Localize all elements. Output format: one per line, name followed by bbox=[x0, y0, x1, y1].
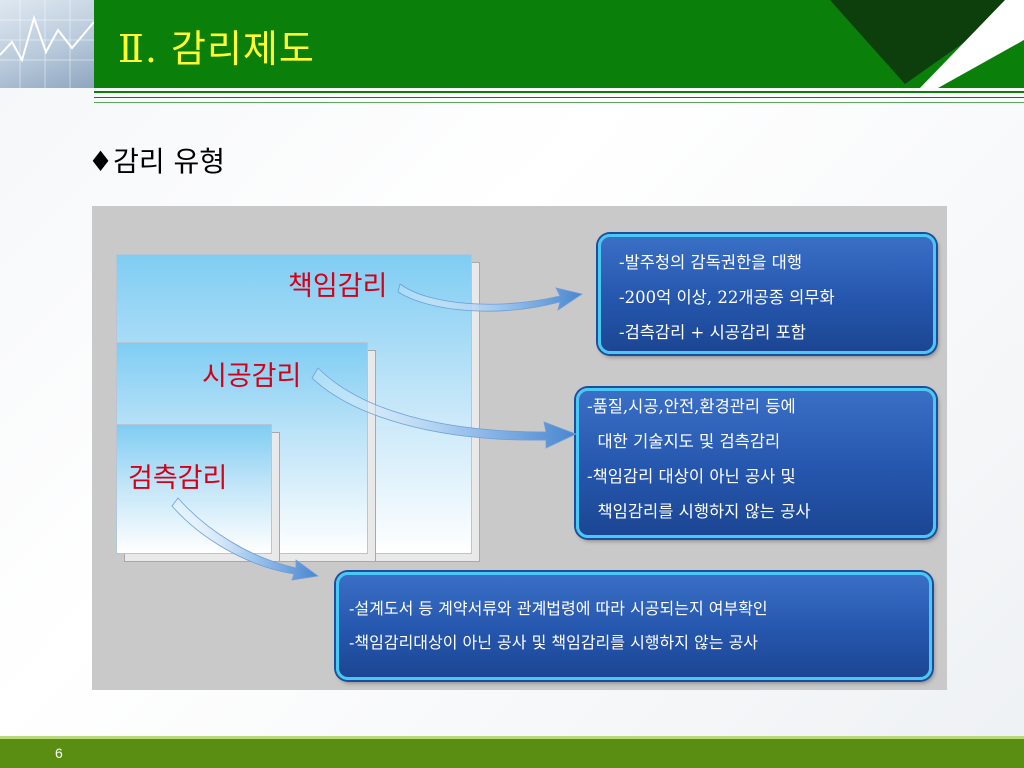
section-heading-text: 감리 유형 bbox=[113, 145, 226, 178]
header-rule bbox=[94, 91, 1024, 93]
label-responsible-supervision: 책임감리 bbox=[288, 271, 388, 302]
box-line: -책임감리 대상이 아닌 공사 및 bbox=[587, 467, 796, 486]
line-chart-icon bbox=[0, 0, 94, 88]
box-line: -검측감리 + 시공감리 포함 bbox=[619, 323, 806, 342]
box-line: -품질,시공,안전,환경관리 등에 bbox=[587, 397, 796, 416]
slide-title: Ⅱ. 감리제도 bbox=[118, 27, 315, 71]
box-line: -책임감리대상이 아닌 공사 및 책임감리를 시행하지 않는 공사 bbox=[349, 633, 759, 652]
slide-footer: 6 bbox=[0, 736, 1024, 768]
slide-header: Ⅱ. 감리제도 bbox=[0, 0, 1024, 88]
description-box-construction: -품질,시공,안전,환경관리 등에 대한 기술지도 및 검측감리 -책임감리 대… bbox=[576, 388, 936, 538]
header-rule bbox=[94, 97, 1024, 98]
header-chart-thumbnail bbox=[0, 0, 94, 88]
description-box-inspection: -설계도서 등 계약서류와 관계법령에 따라 시공되는지 여부확인 -책임감리대… bbox=[336, 572, 932, 680]
header-decoration-icon bbox=[800, 0, 1024, 88]
description-box-responsible: -발주청의 감독권한을 대행 -200억 이상, 22개공종 의무화 -검측감리… bbox=[598, 234, 936, 354]
box-line: -발주청의 감독권한을 대행 bbox=[619, 253, 803, 272]
diagram-panel: 책임감리 시공감리 검측감리 -발주청의 감독권한을 대행 -200억 이상, … bbox=[92, 206, 947, 690]
diamond-bullet-icon: ♦ bbox=[88, 145, 114, 178]
label-construction-supervision: 시공감리 bbox=[202, 361, 302, 392]
box-line: 책임감리를 시행하지 않는 공사 bbox=[587, 502, 811, 521]
box-line: 대한 기술지도 및 검측감리 bbox=[587, 432, 781, 451]
box-line: -200억 이상, 22개공종 의무화 bbox=[619, 288, 835, 307]
page-number: 6 bbox=[55, 745, 63, 761]
section-heading: ♦감리 유형 bbox=[88, 140, 225, 180]
label-inspection-supervision: 검측감리 bbox=[128, 463, 228, 494]
header-rule bbox=[94, 102, 1024, 103]
box-line: -설계도서 등 계약서류와 관계법령에 따라 시공되는지 여부확인 bbox=[349, 599, 768, 618]
